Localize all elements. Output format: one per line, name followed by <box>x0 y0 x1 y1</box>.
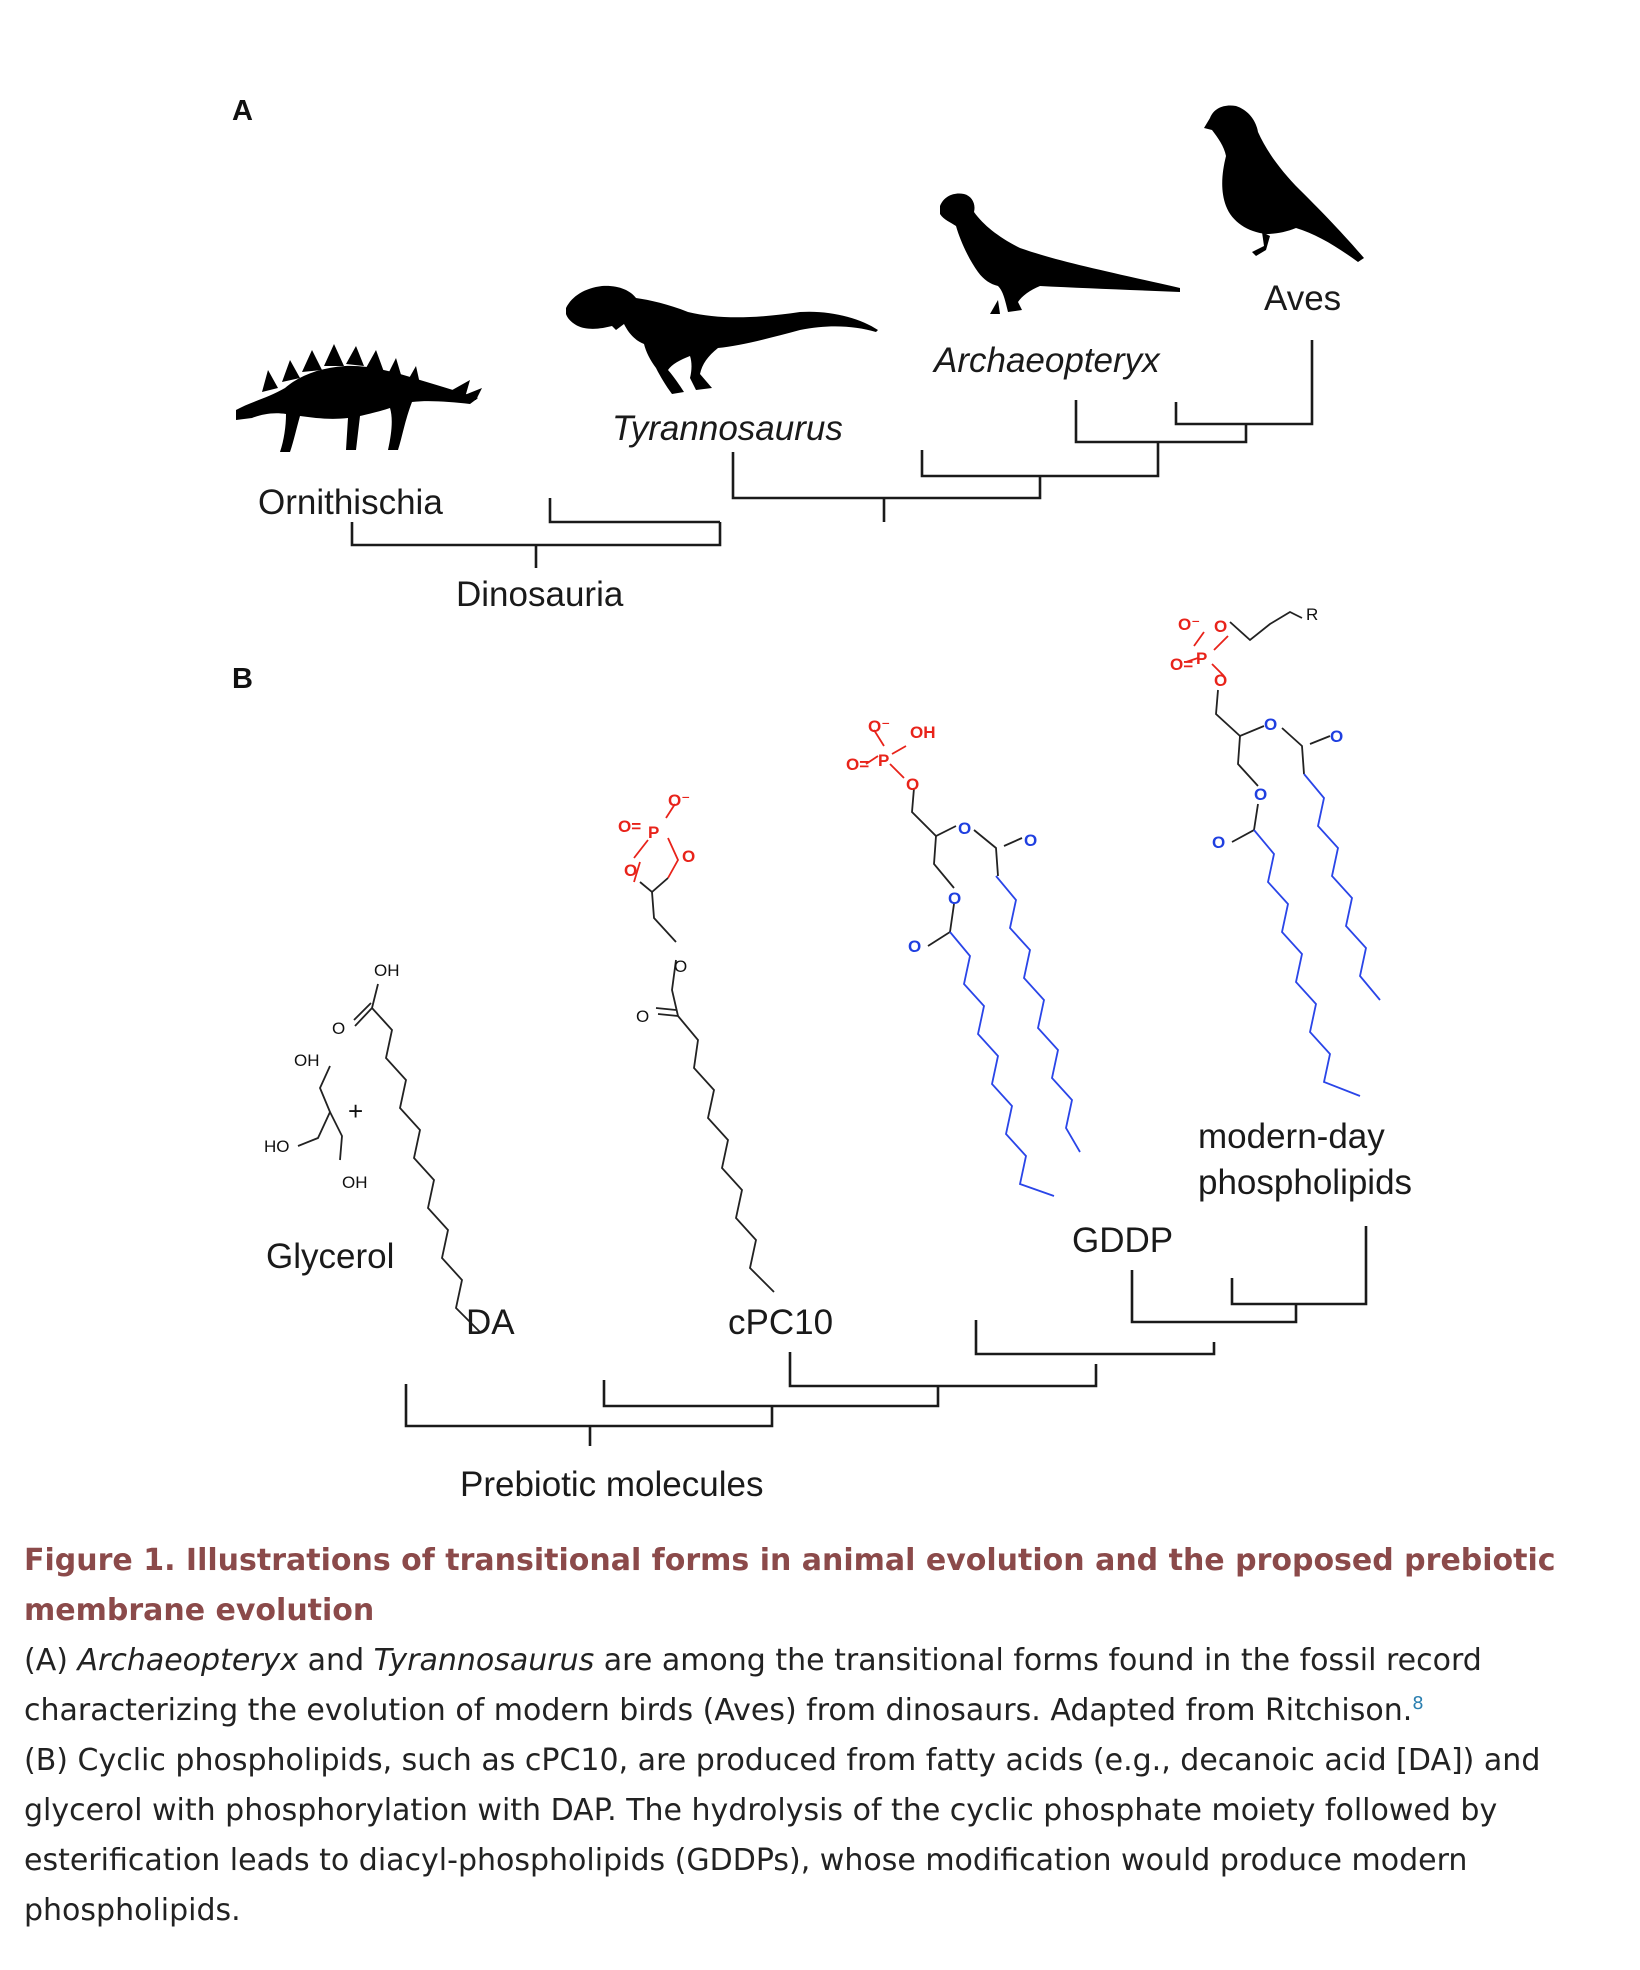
svg-text:O=: O= <box>846 755 869 774</box>
label-gddp: GDDP <box>1072 1221 1173 1260</box>
caption-paragraph-b: (B) Cyclic phospholipids, such as cPC10,… <box>24 1743 1541 1928</box>
label-prebiotic-molecules: Prebiotic molecules <box>460 1465 763 1504</box>
svg-text:P: P <box>648 823 659 842</box>
svg-text:O⁻: O⁻ <box>1178 615 1200 634</box>
svg-text:OH: OH <box>374 961 400 980</box>
figure-caption: Figure 1. Illustrations of transitional … <box>24 1536 1624 1936</box>
modern-phospholipid-structure: O= P O⁻ O O O O O O R <box>1170 605 1381 1097</box>
label-dinosauria: Dinosauria <box>456 575 624 614</box>
svg-text:O: O <box>1254 785 1267 804</box>
svg-text:OH: OH <box>910 723 936 742</box>
svg-text:O: O <box>906 775 919 794</box>
svg-text:O: O <box>636 1007 649 1026</box>
svg-text:P: P <box>1196 649 1207 668</box>
svg-text:O: O <box>958 819 971 838</box>
caption-title: Figure 1. Illustrations of transitional … <box>24 1543 1556 1628</box>
svg-text:O: O <box>674 957 687 976</box>
svg-text:OH: OH <box>342 1173 368 1192</box>
reference-link[interactable]: 8 <box>1412 1693 1424 1714</box>
label-da: DA <box>466 1303 515 1342</box>
svg-text:O=: O= <box>618 817 641 836</box>
cladogram-a <box>350 340 1314 568</box>
svg-text:O⁻: O⁻ <box>668 791 690 810</box>
label-modern-day: modern-day <box>1198 1117 1385 1156</box>
svg-text:O=: O= <box>1170 655 1193 674</box>
figure-canvas: A Ornithischia Tyrannosaurus Archaeopter… <box>232 95 1412 1504</box>
gddp-structure: O= P O⁻ OH O O O O O <box>846 717 1081 1197</box>
svg-text:OH: OH <box>294 1051 320 1070</box>
cpc10-structure: O= P O⁻ O O O O <box>618 791 775 1293</box>
svg-text:O: O <box>682 847 695 866</box>
label-phospholipids: phospholipids <box>1198 1163 1412 1202</box>
svg-text:P: P <box>878 751 889 770</box>
label-archaeopteryx: Archaeopteryx <box>932 341 1161 380</box>
cladogram-b <box>404 1226 1368 1446</box>
archaeopteryx-silhouette <box>940 193 1180 314</box>
svg-text:O: O <box>332 1019 345 1038</box>
svg-text:O: O <box>948 889 961 908</box>
label-tyrannosaurus: Tyrannosaurus <box>612 409 843 448</box>
svg-text:HO: HO <box>264 1137 290 1156</box>
svg-text:R: R <box>1306 605 1318 624</box>
svg-text:O: O <box>1330 727 1343 746</box>
label-aves: Aves <box>1264 279 1341 318</box>
svg-text:O: O <box>908 937 921 956</box>
bird-silhouette <box>1204 105 1364 262</box>
stegosaurus-silhouette <box>236 344 482 452</box>
label-ornithischia: Ornithischia <box>258 483 443 522</box>
svg-text:O: O <box>624 861 637 880</box>
panel-a-label: A <box>232 95 253 127</box>
plus-sign: + <box>348 1096 363 1126</box>
svg-text:O: O <box>1024 831 1037 850</box>
tyrannosaurus-silhouette <box>566 285 878 394</box>
label-glycerol: Glycerol <box>266 1237 394 1276</box>
label-cpc10: cPC10 <box>728 1303 833 1342</box>
svg-text:O: O <box>1264 715 1277 734</box>
svg-text:O: O <box>1214 617 1227 636</box>
glycerol-structure: HO OH OH <box>264 1051 368 1192</box>
svg-text:O: O <box>1212 833 1225 852</box>
decanoic-acid-structure: OH O <box>332 961 481 1333</box>
caption-paragraph-a: (A) Archaeopteryx and Tyrannosaurus are … <box>24 1643 1482 1728</box>
panel-b-label: B <box>232 663 253 695</box>
svg-text:O⁻: O⁻ <box>868 717 890 736</box>
svg-text:O: O <box>1214 671 1227 690</box>
